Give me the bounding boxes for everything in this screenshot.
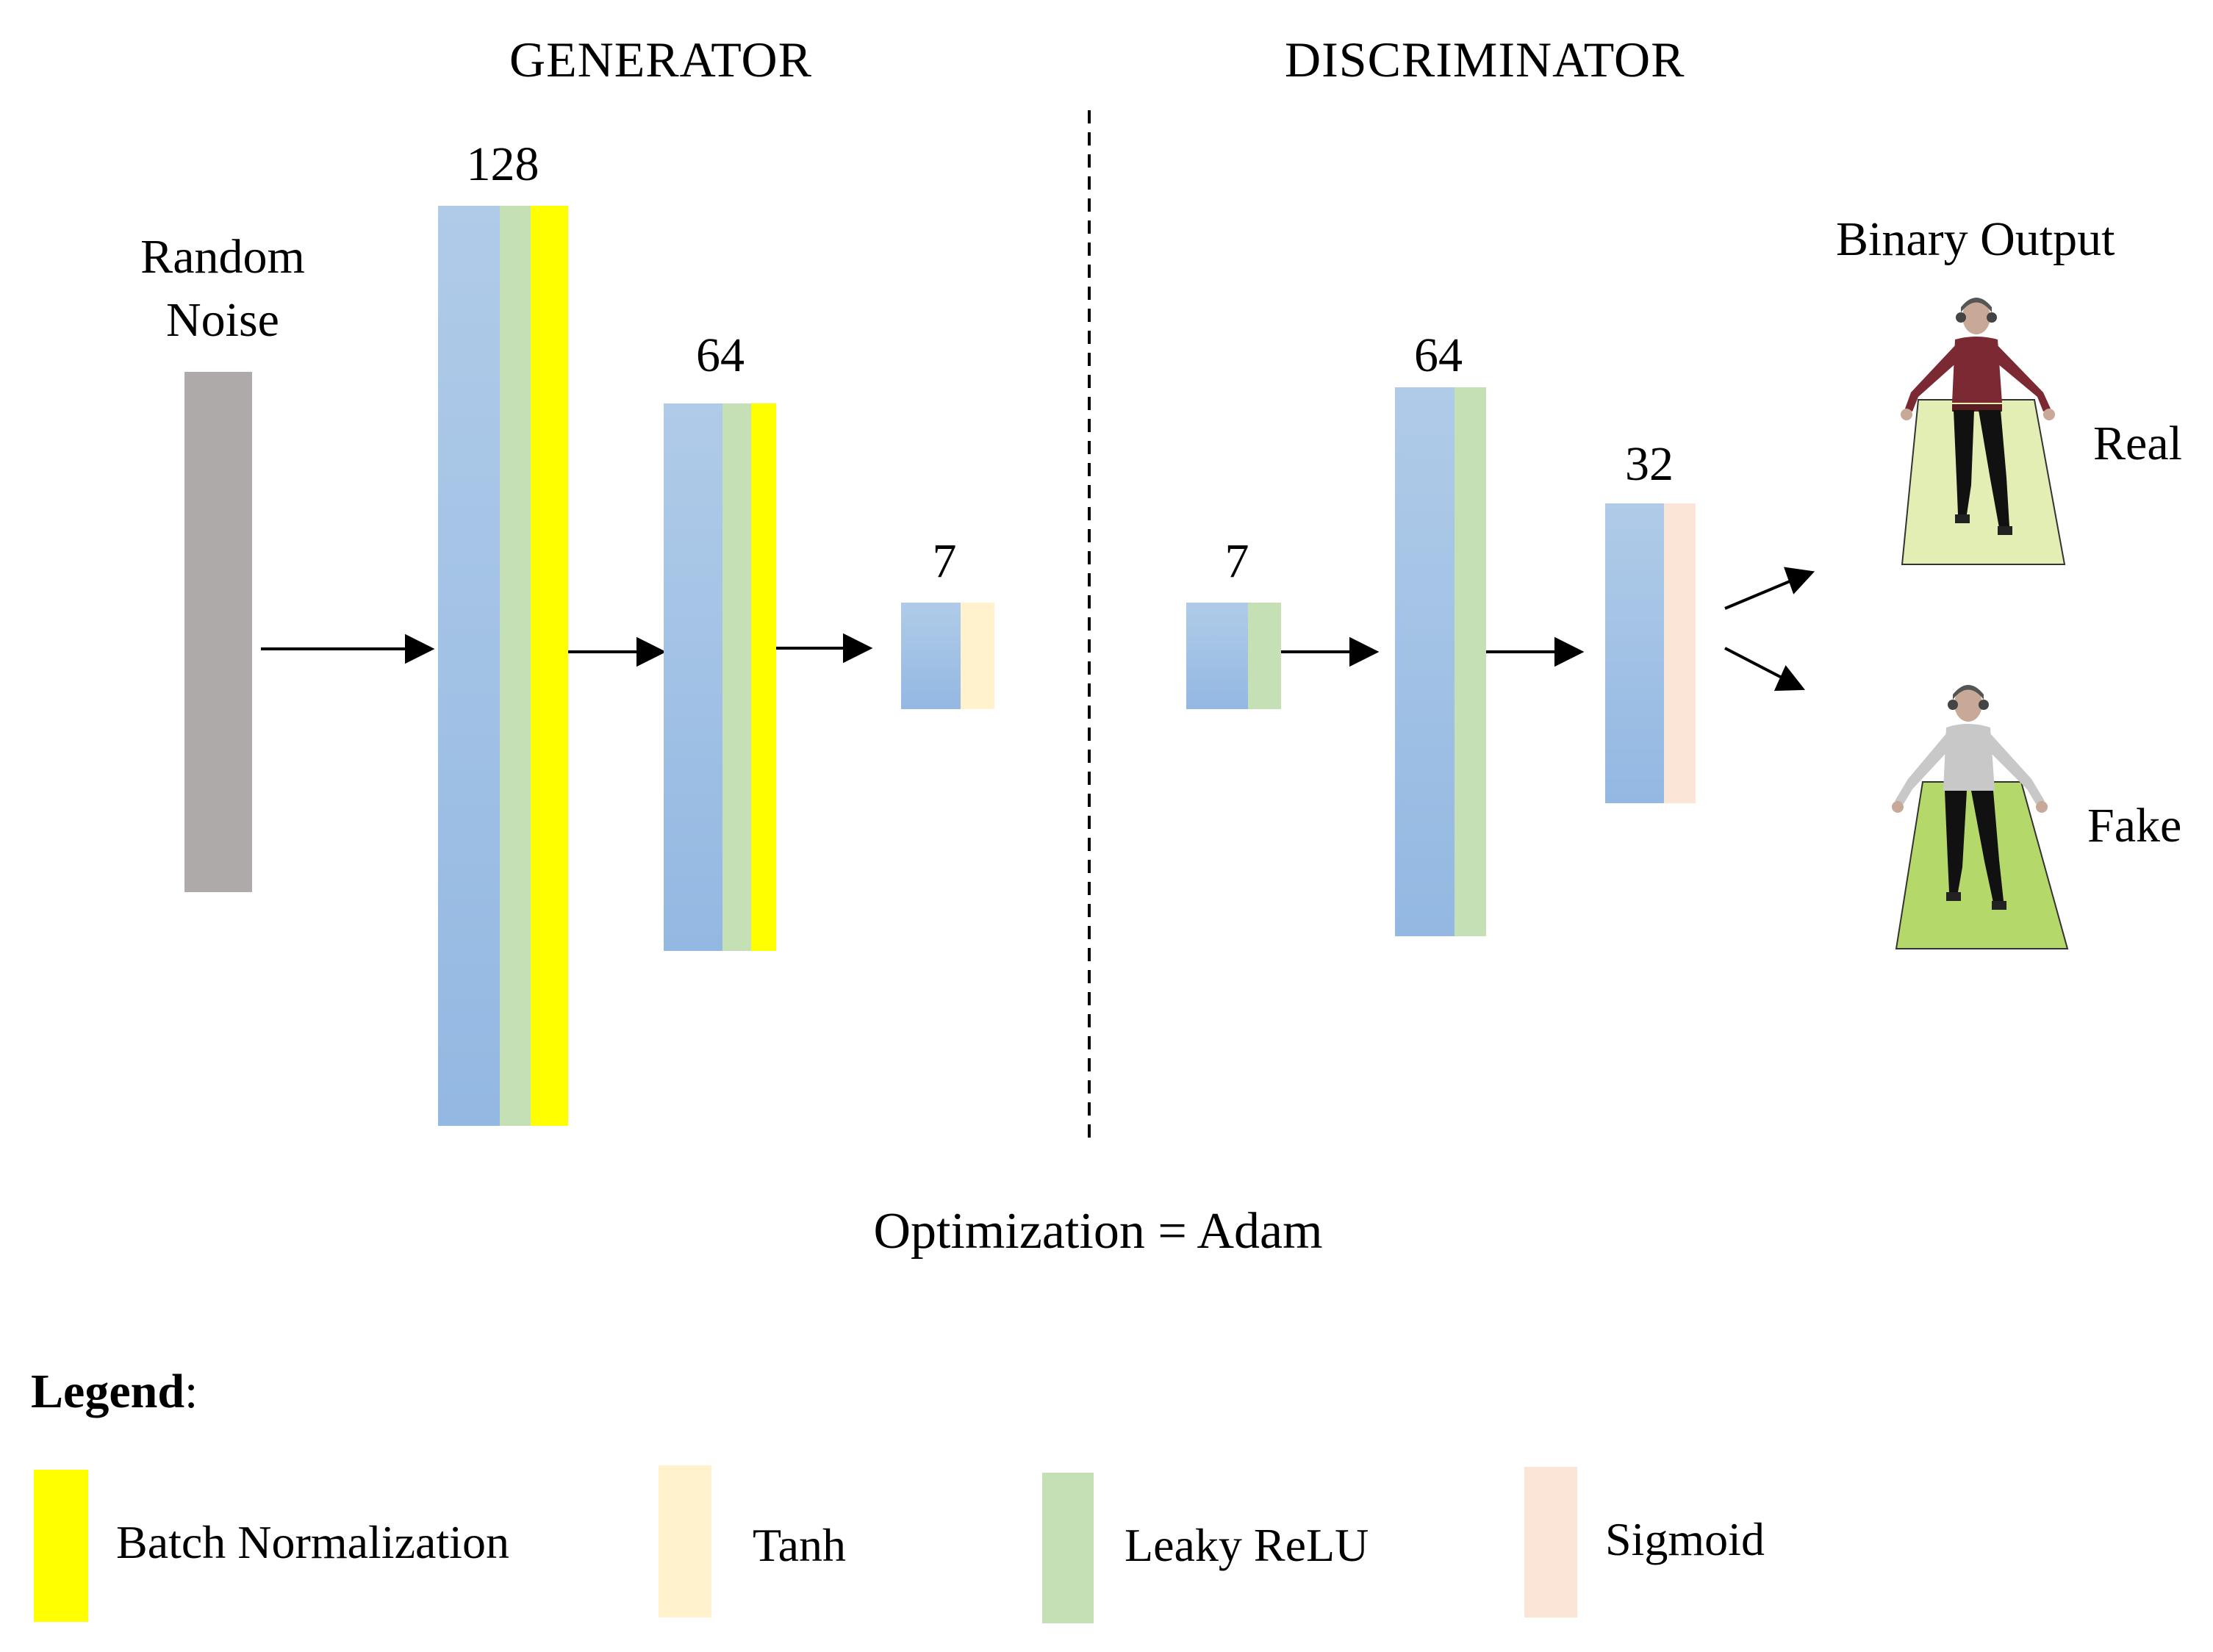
disc-layer3-sigmoid [1664,503,1696,803]
legend-label-sigmoid: Sigmoid [1605,1513,1765,1565]
random-noise-label-line2: Noise [166,293,279,347]
legend-title-colon: : [184,1365,198,1418]
gen-layer3-units: 7 [932,534,957,588]
gen-layer3-tanh [961,603,994,709]
generator-title: GENERATOR [509,32,812,87]
random-noise-label-line1: Random [140,230,305,284]
gen-layer1-leaky-relu [500,206,531,1126]
gen-layer2-dense [664,403,722,951]
optimization-label: Optimization = Adam [873,1203,1323,1260]
gen-layer1-units: 128 [466,137,539,191]
gen-layer1-batchnorm [531,206,568,1126]
discriminator-title: DISCRIMINATOR [1285,32,1685,87]
real-label: Real [2093,417,2182,470]
legend-swatch-tanh [659,1465,711,1617]
legend-title: Legend: [31,1364,198,1420]
disc-layer1-units: 7 [1224,534,1249,588]
legend-title-text: Legend [31,1365,185,1418]
disc-layer2-units: 64 [1414,328,1463,382]
legend-swatch-leaky-relu [1042,1473,1094,1623]
arrow-to-real [1724,578,1794,610]
arrow-to-fake [1724,647,1787,681]
gen-layer2-batchnorm [751,403,776,951]
legend-label-tanh: Tanh [753,1519,847,1571]
disc-layer3-units: 32 [1625,437,1674,491]
disc-layer3-dense [1605,503,1664,803]
disc-layer2-leaky-relu [1455,387,1486,936]
disc-layer2-dense [1395,387,1455,936]
legend-swatch-sigmoid [1524,1467,1577,1617]
gen-layer1-dense [438,206,500,1126]
disc-layer1-leaky-relu [1248,603,1281,709]
gen-layer3-dense [901,603,961,709]
legend-label-leaky-relu: Leaky ReLU [1125,1519,1369,1571]
gen-layer2-leaky-relu [722,403,751,951]
disc-layer1-dense [1186,603,1248,709]
legend-label-batchnorm: Batch Normalization [116,1516,509,1568]
legend-swatch-batchnorm [34,1470,88,1622]
random-noise-block [184,372,252,892]
fake-label: Fake [2087,799,2182,852]
binary-output-title: Binary Output [1836,212,2115,266]
gen-layer2-units: 64 [696,328,745,382]
